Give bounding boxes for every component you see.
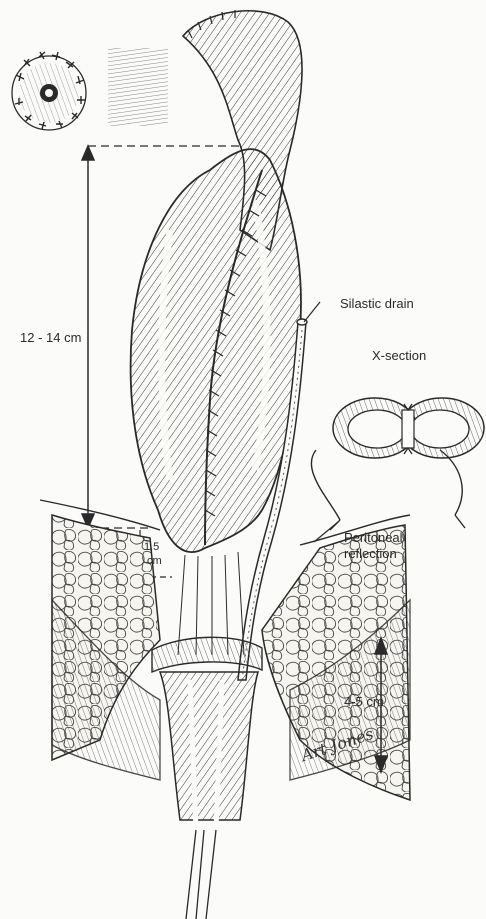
label-12-14-cm: 12 - 14 cm	[20, 330, 81, 345]
label-peritoneal-line1: Peritoneal	[344, 530, 403, 545]
anal-anastomosis-view	[12, 48, 168, 130]
arrow-12-14cm	[82, 146, 94, 528]
label-silastic-drain: Silastic drain	[340, 296, 414, 311]
label-1-5-line2: cm	[147, 555, 162, 567]
label-1-5-line1: 1.5	[144, 541, 159, 553]
cross-section-view	[311, 398, 484, 530]
drain-pointer	[304, 302, 320, 322]
label-peritoneal-line2: reflection	[344, 546, 397, 561]
peritoneal-pointer	[314, 522, 338, 542]
anal-canal	[152, 552, 262, 919]
label-x-section: X-section	[372, 348, 426, 363]
label-4-5-cm: 4-5 cm	[344, 694, 384, 709]
